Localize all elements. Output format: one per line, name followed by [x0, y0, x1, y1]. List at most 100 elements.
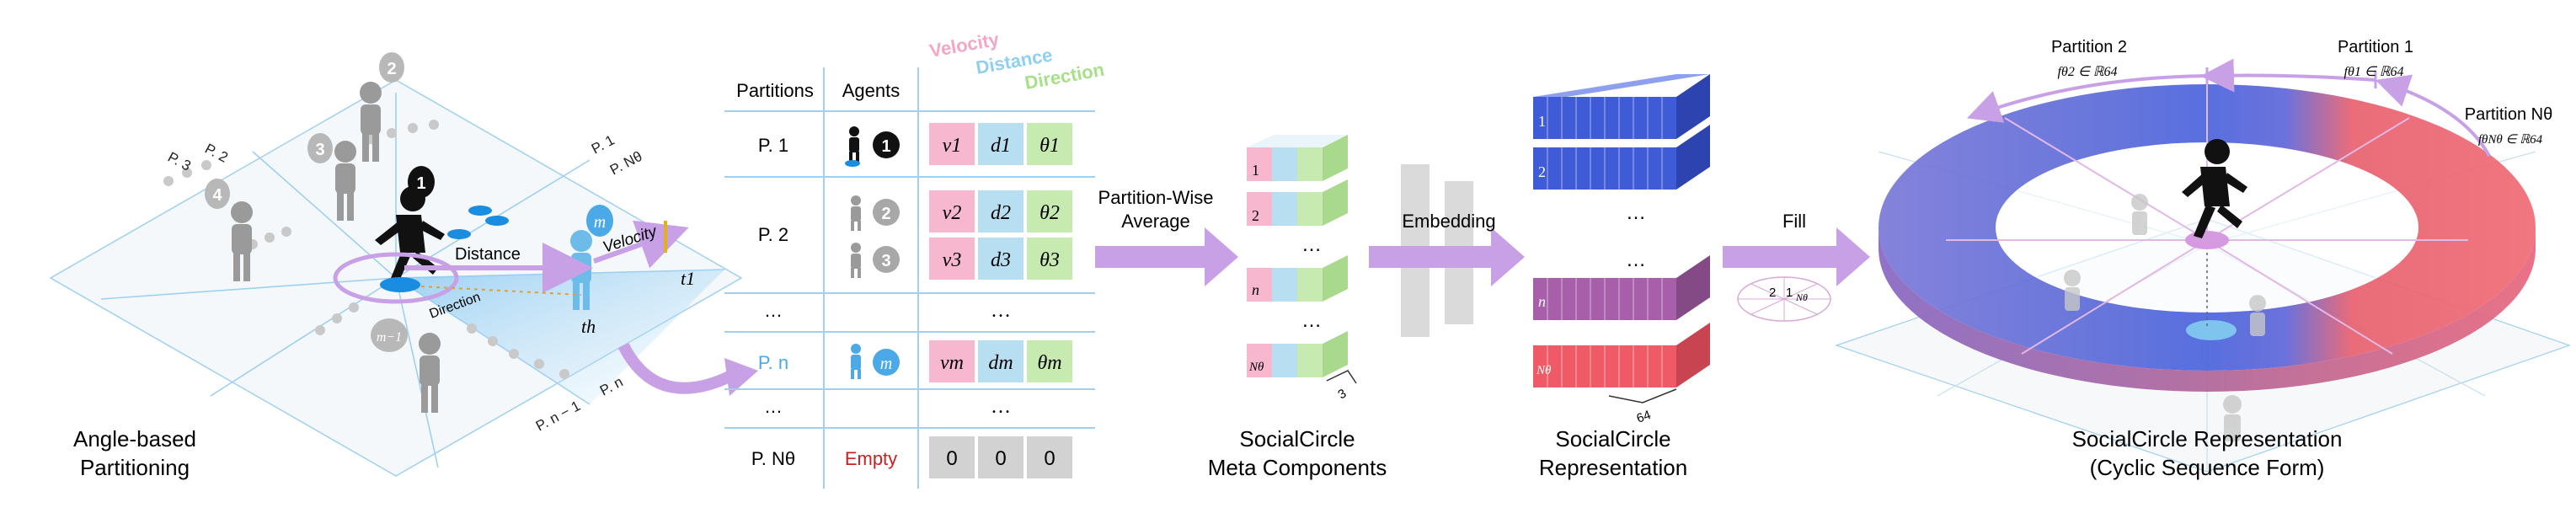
cell-zero-1	[929, 436, 975, 478]
cyclic-ring-panel: Partition 2 fθ2 ∈ ℝ64 Partition 1 fθ1 ∈ …	[1835, 38, 2571, 480]
meta-caption-line1: SocialCircle	[1239, 426, 1355, 452]
cell-dm: dm	[988, 352, 1013, 374]
badge-row-m	[873, 349, 900, 376]
empty-label: Empty	[845, 448, 897, 469]
ring-outer-band	[1879, 84, 2536, 371]
value-cells	[929, 123, 1072, 478]
cell-zero-v: 0	[946, 447, 957, 470]
cell-d3: d3	[991, 249, 1011, 271]
average-arrow: Partition-Wise Average	[1095, 187, 1238, 286]
badge-agent-2-text: 2	[387, 60, 396, 78]
ring-caption-line2: (Cyclic Sequence Form)	[2090, 455, 2325, 480]
partition-label-n-theta: P. Nθ	[607, 148, 645, 179]
agent-figure-4	[231, 201, 253, 281]
meta-label-n: n	[1252, 281, 1259, 298]
time-th-label: th	[581, 316, 596, 337]
agents-column: 1 2 3 m Empty	[845, 126, 900, 469]
partition-arc-2	[1966, 74, 2208, 123]
cell-d1: d1	[991, 135, 1011, 157]
partition1-title: Partition 1	[2338, 38, 2413, 56]
meta-label-2: 2	[1252, 207, 1259, 224]
fill-label: Fill	[1782, 211, 1806, 232]
cell-direction-m	[1027, 340, 1072, 382]
rep-bar-n-theta	[1533, 323, 1710, 387]
meta-block-2	[1247, 179, 1348, 226]
cell-v1: v1	[943, 135, 962, 157]
badge-agent-3-text: 3	[315, 141, 324, 159]
mini-label-1: 1	[1786, 286, 1793, 300]
badge-agent-m	[586, 205, 613, 237]
direction-arc	[333, 252, 459, 304]
rep-label-2: 2	[1538, 163, 1546, 180]
badge-agent-1	[408, 166, 435, 198]
meta-caption-line2: Meta Components	[1208, 455, 1387, 480]
rep-label-n-theta: Nθ	[1536, 364, 1552, 377]
badge-row-3	[873, 246, 900, 273]
agent-icon-blue	[851, 344, 861, 379]
average-arrow-shape	[1095, 227, 1238, 286]
panel1-caption-line1: Angle-based	[73, 426, 196, 452]
distance-label: Distance	[455, 245, 521, 264]
rep-bar-cells	[1547, 97, 1663, 387]
panel1-to-table-arrowhead	[724, 358, 758, 396]
agent-badges: 2 3 4 1 m m−1	[205, 52, 613, 352]
footprint-marks	[447, 206, 509, 239]
fill-arrow: Fill 2 1 Nθ	[1723, 211, 1870, 322]
rep-ellipsis-1: …	[1626, 201, 1646, 224]
rep-label-n: n	[1538, 293, 1546, 310]
row-partition-dots-2: …	[764, 396, 783, 417]
cell-distance-2	[978, 190, 1023, 232]
cell-distance-3	[978, 238, 1023, 280]
badge-agent-m-text: m	[594, 213, 606, 232]
meta-label-1: 1	[1252, 162, 1259, 179]
badge-row-2	[873, 199, 900, 226]
cell-zero-t: 0	[1044, 447, 1055, 470]
row-partition-dots-1: …	[764, 300, 783, 321]
partitionN-title: Partition Nθ	[2465, 105, 2553, 124]
ring-arc-ticks	[2205, 67, 2377, 88]
cell-zero-d: 0	[995, 447, 1006, 470]
average-label-line1: Partition-Wise	[1098, 187, 1214, 208]
cell-dots-1: …	[991, 300, 1011, 322]
ring-center-agent	[2182, 139, 2247, 238]
rep-dim-label: 64	[1635, 408, 1653, 426]
agent-icon-black-marker	[845, 160, 860, 167]
row-partition-n: P. n	[758, 352, 788, 373]
badge-agent-2	[379, 52, 404, 83]
partition2-vec: fθ2 ∈ ℝ64	[2058, 65, 2118, 79]
meta-ellipsis-1: …	[1301, 233, 1322, 256]
cell-direction-1	[1027, 123, 1072, 165]
cell-velocity-m	[929, 340, 975, 382]
partition-arc-n-theta	[2375, 74, 2491, 157]
meta-label-n-theta: Nθ	[1248, 361, 1264, 374]
meta-block-n-theta	[1247, 331, 1348, 377]
badge-row-m-text: m	[880, 355, 892, 373]
cell-vm: vm	[940, 352, 964, 374]
embedding-arrow-shape	[1369, 227, 1525, 286]
cell-v3: v3	[943, 249, 962, 271]
value-cell-text: v1 d1 θ1 v2 d2 θ2 v3 d3 θ3 … vm dm θm … …	[940, 135, 1062, 470]
rep-ellipsis-2: …	[1626, 248, 1646, 271]
badge-row-2-text: 2	[881, 205, 890, 223]
partition-label-n-minus-1: P. n − 1	[533, 398, 583, 434]
partition-arc-1	[2200, 58, 2376, 93]
meta-dim-brace	[1326, 370, 1357, 384]
cell-t3: θ3	[1039, 249, 1060, 271]
partition-column: P. 1 P. 2 … P. n … P. Nθ	[751, 135, 795, 469]
cell-velocity-2	[929, 190, 975, 232]
cell-distance-m	[978, 340, 1023, 382]
partition2-title: Partition 2	[2051, 38, 2127, 56]
badge-agent-4-text: 4	[212, 186, 222, 205]
badge-row-3-text: 3	[881, 252, 890, 270]
meta-dim-label: 3	[1336, 387, 1349, 403]
agent-figure-2	[360, 82, 382, 162]
rep-dim-brace	[1608, 388, 1677, 403]
cell-distance-1	[978, 123, 1023, 165]
embedding-label: Embedding	[1402, 211, 1495, 232]
fill-arrow-shape	[1723, 227, 1870, 286]
ring-bg-figures	[2064, 194, 2266, 441]
ring-partition-spokes	[1946, 84, 2468, 355]
badge-agent-4	[205, 179, 230, 209]
mini-label-n-theta: Nθ	[1795, 291, 1808, 303]
ring-center-disc	[2185, 231, 2229, 249]
